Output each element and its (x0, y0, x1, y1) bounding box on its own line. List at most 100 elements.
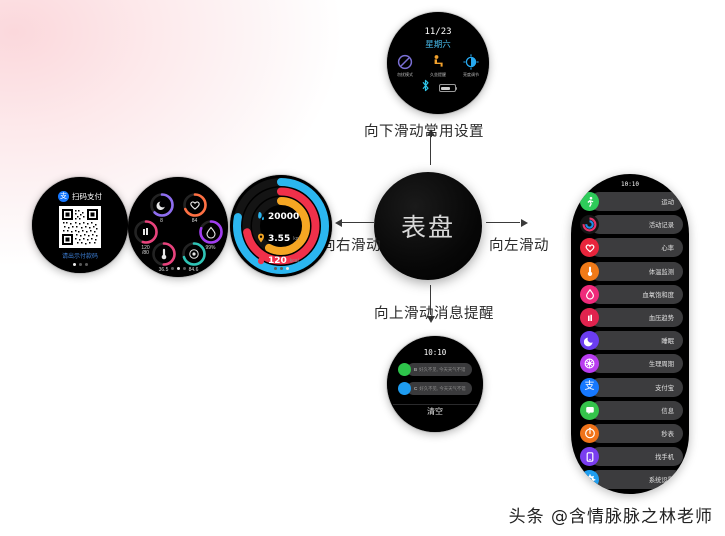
app-pill: 活动记录 (590, 215, 683, 235)
notification-item[interactable]: C 好久不见, 今天天气不错 (398, 381, 472, 396)
watch-quick-settings[interactable]: 11/23 星期六 勿扰模式 (387, 12, 489, 114)
app-item-blood-oxygen[interactable]: 血氧饱和度 (571, 283, 689, 306)
hub-label: 表盘 (400, 213, 455, 242)
gauge-blood-pressure[interactable]: 120 /80 (131, 219, 160, 257)
pay-header: 扫码支付 (32, 191, 128, 202)
app-pill: 系统设置 (590, 470, 683, 490)
app-pill: 信息 (590, 400, 683, 420)
app-label: 活动记录 (648, 222, 674, 230)
caption-swipe-left: 向左滑动 (489, 238, 549, 254)
app-label: 运动 (661, 199, 674, 207)
calories-icon (257, 252, 265, 270)
app-pill: 血压趋势 (590, 308, 683, 328)
page-dots (128, 266, 228, 270)
stat-value: 20000 (268, 212, 300, 222)
pay-title: 扫码支付 (72, 192, 102, 201)
qq-icon (398, 382, 411, 395)
gauge-value: 84.6 (188, 266, 199, 273)
notification-text: 好久不见, 今天天气不错 (419, 385, 466, 391)
watermark: 头条 @含情脉脉之林老师 (508, 507, 713, 527)
gauge-heart-rate[interactable]: 84 (180, 192, 209, 224)
gauge-blood-oxygen[interactable]: 99% (196, 219, 225, 251)
health-gauges-screen: 8 84 120 /80 (128, 177, 228, 277)
stat-value: 120 (268, 256, 287, 266)
gauge-temperature[interactable]: 36.5 (149, 241, 178, 273)
watch-notifications[interactable]: 10:10 B 好久不见, 今天天气不错 C 好久不见, 今天天气不错 清空 (387, 336, 483, 432)
caption-swipe-right: 向右滑动 (321, 238, 381, 254)
app-item-menstrual-cycle[interactable]: 生理周期 (571, 352, 689, 375)
blood-drop-icon (580, 284, 599, 304)
message-icon (580, 400, 599, 420)
watch-health-gauges[interactable]: 8 84 120 /80 (128, 177, 228, 277)
app-item-activity-log[interactable]: 活动记录 (571, 213, 689, 236)
quick-toggle-label: 亮度调节 (463, 72, 479, 77)
app-pill: 找手机 (590, 447, 683, 467)
quick-toggle-label: 久坐提醒 (430, 72, 446, 77)
notifications-time: 10:10 (423, 348, 447, 357)
app-label: 血氧饱和度 (642, 291, 674, 299)
app-item-blood-pressure[interactable]: 血压趋势 (571, 306, 689, 329)
arrow-up (427, 129, 435, 167)
caption-swipe-up: 向上滑动消息提醒 (374, 306, 494, 322)
app-item-alipay[interactable]: 支 支付宝 (571, 376, 689, 399)
notification-pill: C 好久不见, 今天天气不错 (407, 382, 472, 395)
app-pill: 生理周期 (590, 354, 683, 374)
stat-distance: 3.55 km (257, 230, 302, 248)
quick-toggle-brightness[interactable]: 亮度调节 (459, 54, 483, 78)
sedentary-reminder-icon (430, 54, 446, 70)
battery-icon (438, 84, 457, 92)
moon-sleep-icon (580, 331, 599, 351)
app-item-temperature[interactable]: 体温监测 (571, 260, 689, 283)
app-pill: 心率 (590, 238, 683, 258)
app-item-heart-rate[interactable]: 心率 (571, 236, 689, 259)
arrow-down (427, 285, 435, 323)
distance-icon (257, 230, 265, 248)
bluetooth-icon (421, 79, 430, 97)
app-item-sleep[interactable]: 睡眠 (571, 329, 689, 352)
notification-sender: C (414, 386, 418, 391)
app-pill: 支付宝 (590, 377, 683, 397)
do-not-disturb-icon (397, 54, 413, 70)
watch-activity-rings[interactable]: 20000 3.55 km (230, 175, 332, 277)
caption-swipe-down: 向下滑动常用设置 (364, 124, 484, 140)
app-label: 心率 (661, 245, 674, 253)
activity-rings-screen: 20000 3.55 km (230, 175, 332, 277)
arrow-right (486, 219, 528, 227)
app-item-sport[interactable]: 运动 (571, 190, 689, 213)
scan-pay-screen: 扫码支付 (32, 177, 128, 273)
clear-all-button[interactable]: 清空 (387, 401, 483, 419)
running-icon (580, 192, 599, 212)
thermometer-icon (580, 261, 599, 281)
app-label: 血压趋势 (648, 315, 674, 323)
brightness-icon (463, 54, 479, 70)
app-pill: 体温监测 (590, 261, 683, 281)
stat-value: 3.55 (268, 234, 291, 244)
app-item-system-settings[interactable]: 系统设置 (571, 468, 689, 491)
watch-scan-pay[interactable]: 扫码支付 (32, 177, 128, 273)
gauge-value: 99% (205, 244, 216, 251)
heart-icon (580, 238, 599, 258)
watch-app-list[interactable]: 10:10 运动 活动记录 (571, 174, 689, 494)
stopwatch-icon (580, 423, 599, 443)
stat-unit: kcal (289, 258, 299, 264)
status-row (387, 79, 489, 97)
app-item-find-phone[interactable]: 找手机 (571, 445, 689, 468)
app-item-stopwatch[interactable]: 秒表 (571, 422, 689, 445)
cycle-icon (580, 354, 599, 374)
rings-stat-list: 20000 3.55 km (257, 208, 302, 274)
gauge-sleep[interactable]: 8 (147, 192, 176, 224)
stat-unit: km (293, 236, 300, 242)
notification-item[interactable]: B 好久不见, 今天天气不错 (398, 362, 472, 377)
gauge-value: 8 (160, 217, 163, 224)
app-item-messages[interactable]: 信息 (571, 399, 689, 422)
quick-toggle-sedentary[interactable]: 久坐提醒 (426, 54, 450, 78)
qr-code-icon[interactable] (59, 206, 101, 248)
hub-watchface-circle[interactable]: 表盘 (374, 172, 482, 280)
quick-toggle-dnd[interactable]: 勿扰模式 (393, 54, 417, 78)
app-pill: 睡眠 (590, 331, 683, 351)
notifications-screen: 10:10 B 好久不见, 今天天气不错 C 好久不见, 今天天气不错 清空 (387, 336, 483, 432)
app-label: 系统设置 (648, 477, 674, 485)
page-dots (32, 262, 128, 266)
gauge-body-composition[interactable]: 84.6 (179, 241, 208, 273)
